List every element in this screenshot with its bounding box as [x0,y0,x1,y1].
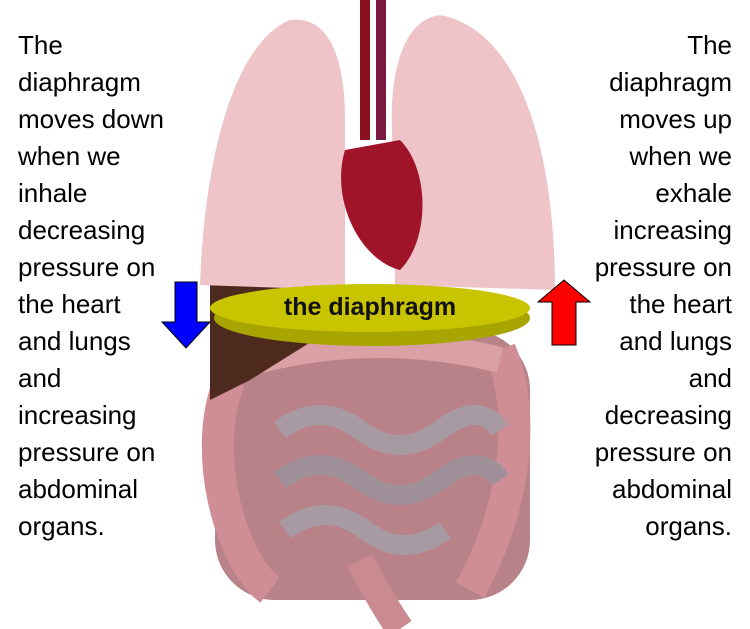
right-lung [391,15,555,290]
text-line: decreasing [18,215,146,245]
down-arrow-icon [160,281,212,349]
text-line: and [688,363,732,393]
text-line: the heart [18,289,121,319]
text-line: the heart [629,289,732,319]
text-line: and lungs [619,326,732,356]
text-line: when we [18,141,121,171]
text-line: increasing [613,215,732,245]
text-line: pressure on [18,252,156,282]
text-line: moves up [619,104,732,134]
text-line: The [687,30,732,60]
text-line: diaphragm [18,67,141,97]
text-line: increasing [18,400,137,430]
text-line: diaphragm [609,67,732,97]
exhale-description: The diaphragm moves up when we exhale in… [595,27,732,545]
text-line: and [18,363,62,393]
left-lung [200,19,345,290]
heart [341,0,423,270]
text-line: when we [629,141,732,171]
text-line: moves down [18,104,164,134]
text-line: The [18,30,63,60]
text-line: decreasing [604,400,732,430]
inhale-description: The diaphragm moves down when we inhale … [18,27,164,545]
text-line: pressure on [594,437,732,467]
text-line: pressure on [594,252,732,282]
diaphragm-label: the diaphragm [283,293,457,321]
text-line: exhale [655,178,732,208]
text-line: pressure on [18,437,156,467]
text-line: and lungs [18,326,131,356]
text-line: organs. [645,511,732,541]
diaphragm-ellipse [210,284,530,332]
text-line: abdominal [18,474,138,504]
text-line: abdominal [612,474,732,504]
intestines [201,330,531,629]
text-line: organs. [18,511,105,541]
up-arrow-icon [536,279,592,346]
text-line: inhale [18,178,88,208]
